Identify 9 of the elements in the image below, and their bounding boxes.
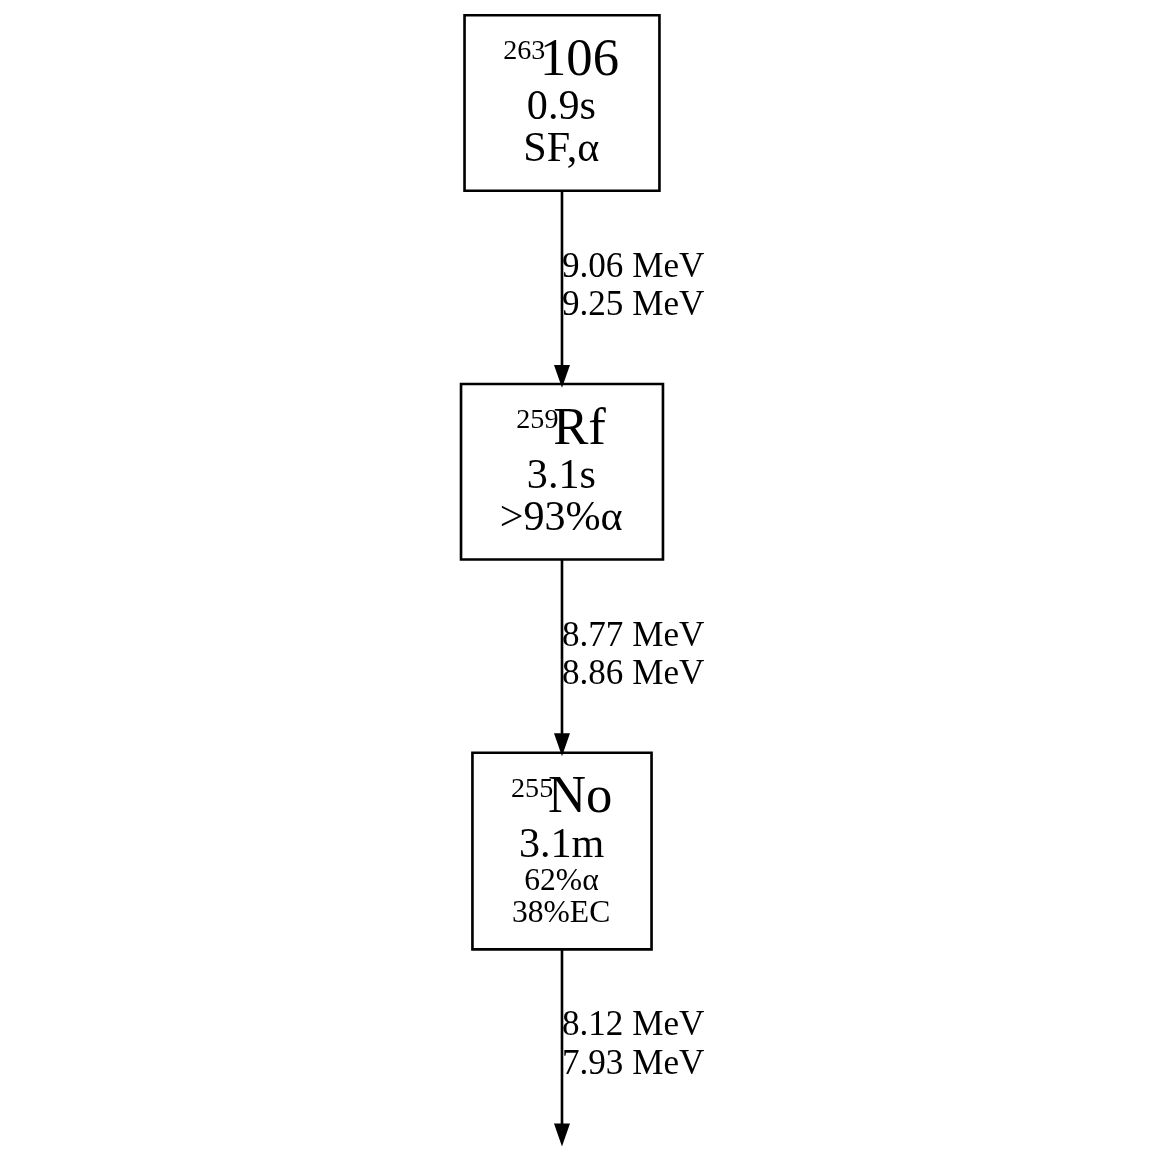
node-box: $^{255}$No 3.1m 62%α 38%EC [470, 751, 653, 951]
arrow [553, 559, 570, 757]
node-box: $^{263}$106 0.9s SF,α [462, 13, 661, 193]
edge-label: 8.12 MeV 7.93 MeV [561, 1004, 704, 1083]
arrow [553, 950, 570, 1147]
edge-label: 8.77 MeV 8.86 MeV [561, 614, 704, 693]
arrow [553, 190, 570, 388]
node-box: $^{259}$Rf 3.1s >93%α [459, 382, 664, 561]
edge-label: 9.06 MeV 9.25 MeV [561, 245, 704, 324]
